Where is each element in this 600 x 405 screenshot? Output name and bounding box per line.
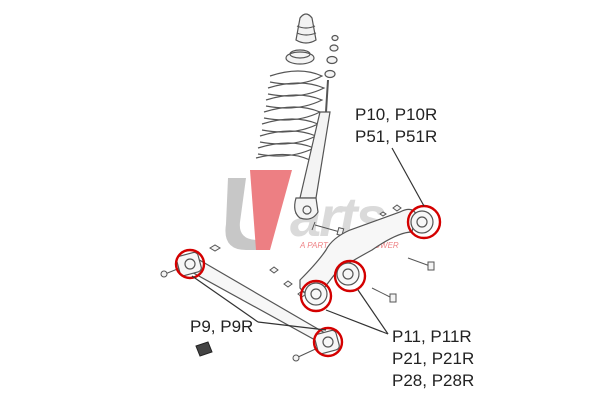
leader-lines: [191, 147, 425, 335]
callout-label-top-right: P10, P10R P51, P51R: [355, 104, 437, 148]
callout-label-left: P9, P9R: [190, 316, 253, 338]
upper-arm-bolt: [407, 257, 431, 267]
bracket-part: [195, 341, 213, 357]
callout-line: P9, P9R: [190, 317, 254, 336]
leader-bottom-b: [357, 289, 389, 335]
watermark-logo-mark: [225, 178, 268, 250]
callout-line: P51, P51R: [355, 127, 438, 146]
nut-top-right: [379, 204, 402, 217]
callout-ring-link-right: [312, 326, 344, 358]
watermark-logo-swoosh: [250, 170, 292, 250]
leader-top-right: [391, 147, 425, 207]
small-washer: [209, 244, 221, 252]
shock-mount-bolt: [311, 221, 341, 233]
callout-ring-link-left: [174, 248, 206, 280]
callout-ring-lower-arm-front: [299, 279, 333, 313]
coil-spring-assembly: [255, 13, 326, 161]
lower-arm-bolt: [371, 287, 393, 299]
callout-ring-lower-arm-rear: [333, 259, 367, 293]
callout-line: P11, P11R: [392, 327, 472, 346]
leader-bottom-a: [325, 309, 389, 335]
coil-spring: [255, 70, 326, 161]
lower-control-arm: [299, 208, 434, 306]
lateral-link: [176, 251, 340, 355]
bolts: [160, 204, 435, 362]
leader-left-a: [191, 275, 259, 323]
leader-left-b: [257, 321, 327, 331]
callout-line: P21, P21R: [392, 349, 475, 368]
shock-absorber: [294, 34, 339, 220]
callout-line: P28, P28R: [392, 371, 475, 390]
callout-line: P10, P10R: [355, 105, 438, 124]
callout-label-bottom-right: P11, P11R P21, P21R P28, P28R: [392, 326, 474, 392]
